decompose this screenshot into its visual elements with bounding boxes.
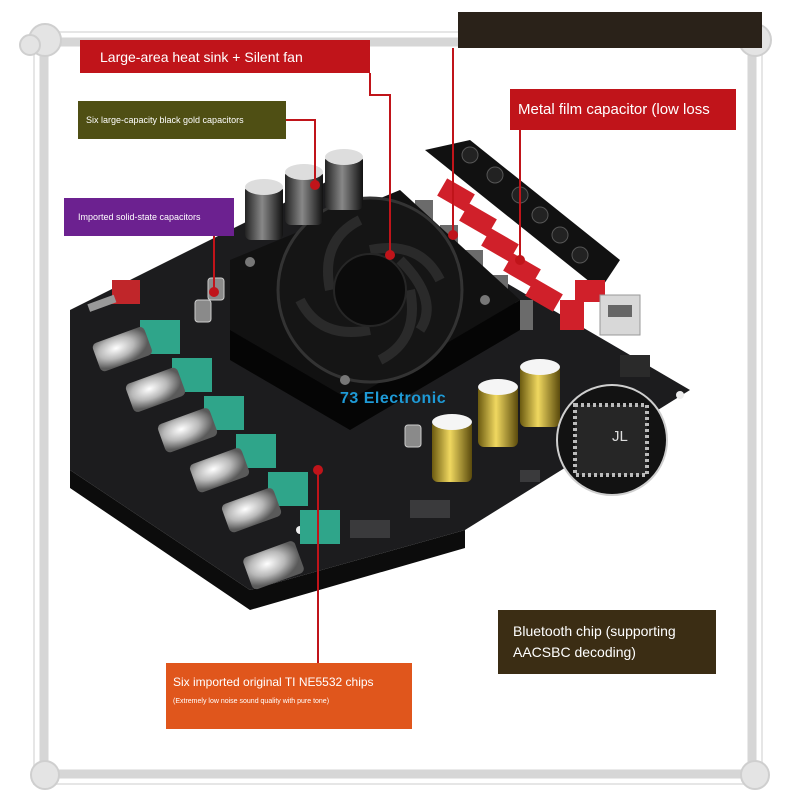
- heatsink-label: Large-area heat sink + Silent fan: [80, 40, 370, 73]
- chip-marking: JL: [612, 428, 628, 445]
- black-gold-capacitors: [245, 149, 363, 240]
- callout-lines: [209, 48, 525, 663]
- ne5532-chips-label: Six imported original TI NE5532 chips (E…: [166, 663, 412, 729]
- top-dark-banner: [458, 12, 762, 48]
- usb-port: [599, 294, 641, 336]
- ne5532-title: Six imported original TI NE5532 chips: [173, 675, 374, 689]
- black-gold-capacitors-label: Six large-capacity black gold capacitors: [78, 101, 286, 139]
- bluetooth-chip-label: Bluetooth chip (supporting AACSBC decodi…: [498, 610, 716, 674]
- heat-sink-fan: [230, 190, 520, 430]
- solid-state-capacitors-label: Imported solid-state capacitors: [64, 198, 234, 236]
- gold-capacitors: [432, 359, 560, 482]
- audio-jack: [620, 355, 650, 377]
- bluetooth-chip-zoom: [556, 384, 668, 496]
- potentiometer-knobs: [92, 320, 340, 590]
- speaker-terminals: [425, 140, 620, 290]
- decorative-frame: [33, 31, 763, 785]
- metal-film-capacitors: [437, 178, 605, 330]
- ne5532-subtitle: (Extremely low noise sound quality with …: [173, 698, 330, 705]
- watermark-text: 73 Electronic: [340, 390, 447, 407]
- power-switch: [87, 280, 140, 312]
- metal-film-capacitor-label: Metal film capacitor (low loss: [510, 89, 736, 130]
